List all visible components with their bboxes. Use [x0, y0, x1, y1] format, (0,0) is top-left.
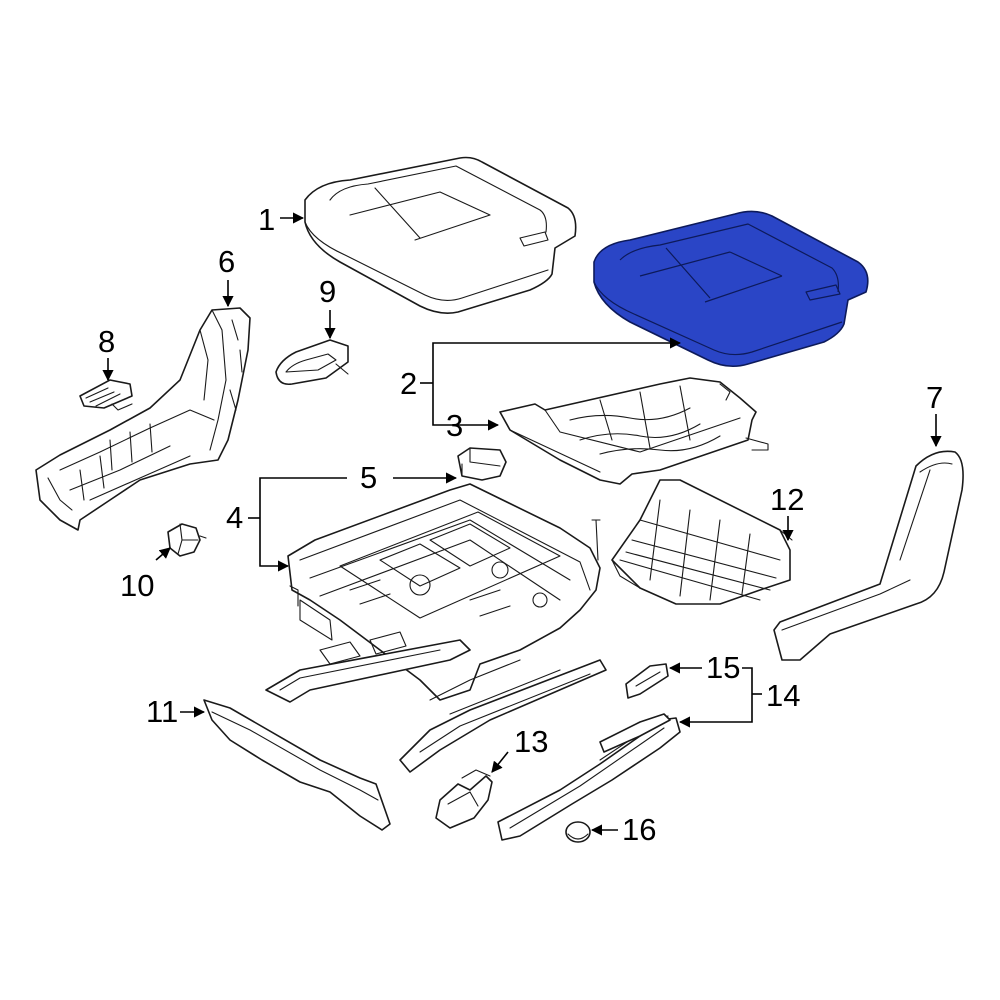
part-9-handle[interactable] [275, 339, 349, 386]
callout-14[interactable]: 14 [766, 678, 800, 713]
part-16-cap[interactable] [565, 821, 591, 843]
callout-6[interactable]: 6 [218, 244, 235, 279]
part-14-track-cover[interactable] [497, 713, 681, 841]
callout-5[interactable]: 5 [360, 460, 377, 495]
part-2-seat-cushion-highlighted[interactable] [593, 210, 869, 368]
part-12-tray[interactable] [611, 479, 793, 605]
callout-13[interactable]: 13 [514, 724, 548, 759]
callout-4[interactable]: 4 [226, 500, 243, 535]
part-1-seat-cushion-cover[interactable] [304, 156, 577, 314]
leader-4-top [259, 477, 347, 518]
callout-3[interactable]: 3 [446, 408, 463, 443]
callout-1[interactable]: 1 [258, 202, 275, 237]
callout-12[interactable]: 12 [770, 482, 804, 517]
leader-14 [678, 667, 753, 728]
callout-11[interactable]: 11 [146, 694, 178, 729]
leader-2 [432, 337, 682, 383]
part-10-knob[interactable] [167, 523, 207, 557]
leader-lines [102, 212, 942, 836]
callout-15[interactable]: 15 [706, 650, 740, 685]
callout-7[interactable]: 7 [926, 380, 943, 415]
leader-3 [432, 383, 500, 431]
callout-2[interactable]: 2 [400, 366, 417, 401]
leader-4-bottom [259, 518, 290, 572]
part-8-switch[interactable] [79, 379, 133, 411]
part-11-lower-trim[interactable] [203, 699, 391, 831]
part-3-cushion-pan[interactable] [499, 377, 769, 485]
part-13-bracket[interactable] [435, 769, 493, 829]
callout-numbers: 1 2 3 4 5 6 7 8 9 10 11 12 13 14 15 16 [98, 202, 943, 847]
leader-13 [491, 751, 509, 773]
callout-9[interactable]: 9 [319, 274, 336, 309]
part-5-bracket[interactable] [457, 447, 507, 481]
callout-10[interactable]: 10 [120, 568, 154, 603]
cushion-highlight-fill [593, 210, 869, 368]
part-15-clip[interactable] [625, 663, 669, 699]
part-4-seat-frame-assembly[interactable] [265, 483, 607, 773]
callout-16[interactable]: 16 [622, 812, 656, 847]
part-6-side-shield[interactable] [35, 307, 251, 531]
leader-10 [155, 547, 171, 561]
part-7-side-panel[interactable] [773, 450, 964, 661]
callout-8[interactable]: 8 [98, 324, 115, 359]
